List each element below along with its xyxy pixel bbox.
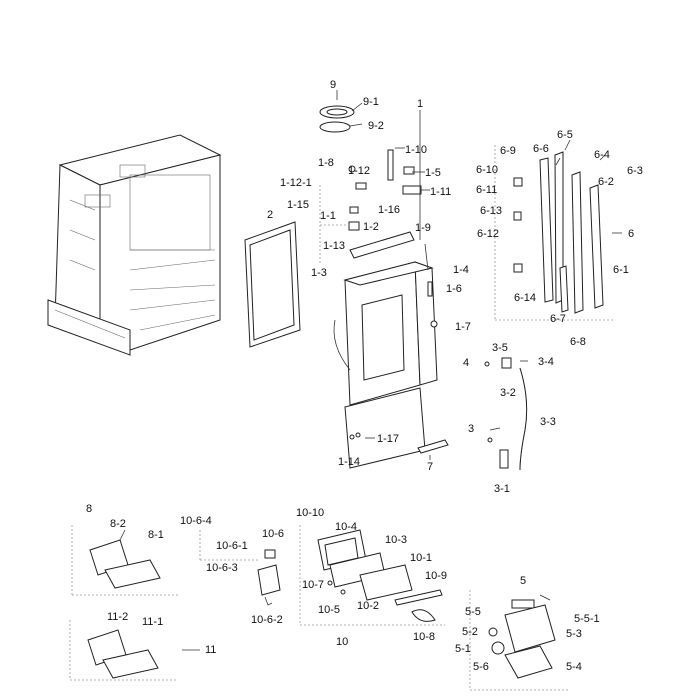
label-1-17: 1-17 <box>377 433 399 445</box>
label-11: 11 <box>205 644 216 656</box>
label-10-1: 10-1 <box>410 552 432 564</box>
label-5: 5 <box>520 575 526 587</box>
label-1-7: 1-7 <box>455 321 471 333</box>
label-3-5: 3-5 <box>492 342 508 354</box>
label-10-5: 10-5 <box>318 604 340 616</box>
part-5-ice-maker <box>469 590 570 691</box>
label-6-5: 6-5 <box>557 129 573 141</box>
label-1-3: 1-3 <box>311 267 327 279</box>
label-1-9: 1-9 <box>415 222 431 234</box>
label-3-1: 3-1 <box>494 483 510 495</box>
part-11-bins <box>69 620 200 681</box>
part-6-door-rails <box>494 145 622 321</box>
label-10-6: 10-6 <box>262 528 284 540</box>
label-6-4: 6-4 <box>594 149 610 161</box>
label-6-3: 6-3 <box>627 165 643 177</box>
part-3-water-tube <box>484 357 528 471</box>
label-9-2: 9-2 <box>368 120 384 132</box>
label-1-12: 1-12 <box>348 165 370 177</box>
label-10-8: 10-8 <box>413 631 435 643</box>
label-10-4: 10-4 <box>335 521 357 533</box>
label-11-2: 11-2 <box>107 611 128 623</box>
callout-labels: 9 9-1 9-2 1 1-10 1-8 1-12 1-5 1-12-1 1-1… <box>86 79 643 673</box>
label-1-14: 1-14 <box>338 456 360 468</box>
label-10-2: 10-2 <box>357 600 379 612</box>
label-1-11: 1-11 <box>430 186 451 198</box>
label-6: 6 <box>628 228 634 240</box>
label-1-6: 1-6 <box>446 283 462 295</box>
refrigerator-cabinet <box>47 134 222 356</box>
label-8: 8 <box>86 503 92 515</box>
label-9: 9 <box>330 79 336 91</box>
label-1-1: 1-1 <box>320 210 336 222</box>
label-6-2: 6-2 <box>598 176 614 188</box>
label-1-15: 1-15 <box>287 199 309 211</box>
label-3-3: 3-3 <box>540 416 556 428</box>
label-10-10: 10-10 <box>296 507 324 519</box>
label-10-3: 10-3 <box>385 534 407 546</box>
label-6-12: 6-12 <box>477 228 499 240</box>
label-6-11: 6-11 <box>476 184 497 196</box>
part-2-door-gasket <box>244 221 301 348</box>
label-5-1: 5-1 <box>455 643 471 655</box>
label-6-7: 6-7 <box>550 313 566 325</box>
label-8-2: 8-2 <box>110 518 126 530</box>
label-1-10: 1-10 <box>405 144 427 156</box>
label-6-6: 6-6 <box>533 143 549 155</box>
label-10-6-2: 10-6-2 <box>251 614 283 626</box>
label-5-5-1: 5-5-1 <box>574 613 600 625</box>
label-11-1: 11-1 <box>142 616 163 628</box>
label-1: 1 <box>417 98 423 110</box>
label-1-5: 1-5 <box>425 167 441 179</box>
label-9-1: 9-1 <box>363 96 379 108</box>
label-1-4: 1-4 <box>453 264 469 276</box>
label-4: 4 <box>463 357 469 369</box>
label-1-12-1: 1-12-1 <box>280 177 312 189</box>
label-10-7: 10-7 <box>302 579 324 591</box>
label-6-1: 6-1 <box>613 264 629 276</box>
part-8-bins <box>71 525 178 596</box>
label-1-16: 1-16 <box>378 204 400 216</box>
label-6-14: 6-14 <box>514 292 536 304</box>
label-6-10: 6-10 <box>476 164 498 176</box>
label-5-5: 5-5 <box>465 606 481 618</box>
part-9-hinge-covers <box>319 90 363 133</box>
label-3: 3 <box>468 423 474 435</box>
label-5-6: 5-6 <box>473 661 489 673</box>
label-1-8: 1-8 <box>318 157 334 169</box>
label-10-6-3: 10-6-3 <box>206 562 238 574</box>
label-8-1: 8-1 <box>148 529 164 541</box>
label-7: 7 <box>427 461 433 473</box>
label-10-6-4: 10-6-4 <box>180 515 212 527</box>
label-10: 10 <box>336 636 348 648</box>
label-10-9: 10-9 <box>425 570 447 582</box>
label-10-6-1: 10-6-1 <box>216 540 248 552</box>
label-6-13: 6-13 <box>480 205 502 217</box>
part-10-dispenser-panel <box>299 525 445 626</box>
label-1-2: 1-2 <box>363 221 379 233</box>
label-5-3: 5-3 <box>566 628 582 640</box>
label-5-4: 5-4 <box>566 661 582 673</box>
label-3-4: 3-4 <box>538 356 554 368</box>
label-2: 2 <box>267 209 273 221</box>
label-6-9: 6-9 <box>500 145 516 157</box>
label-6-8: 6-8 <box>570 336 586 348</box>
part-7-bracket <box>417 439 449 454</box>
label-3-2: 3-2 <box>500 387 516 399</box>
part-10-6-components <box>199 530 281 606</box>
callout-leaders <box>365 110 606 601</box>
part-1-door-assembly <box>319 149 438 469</box>
label-5-2: 5-2 <box>462 626 478 638</box>
label-1-13: 1-13 <box>323 240 345 252</box>
